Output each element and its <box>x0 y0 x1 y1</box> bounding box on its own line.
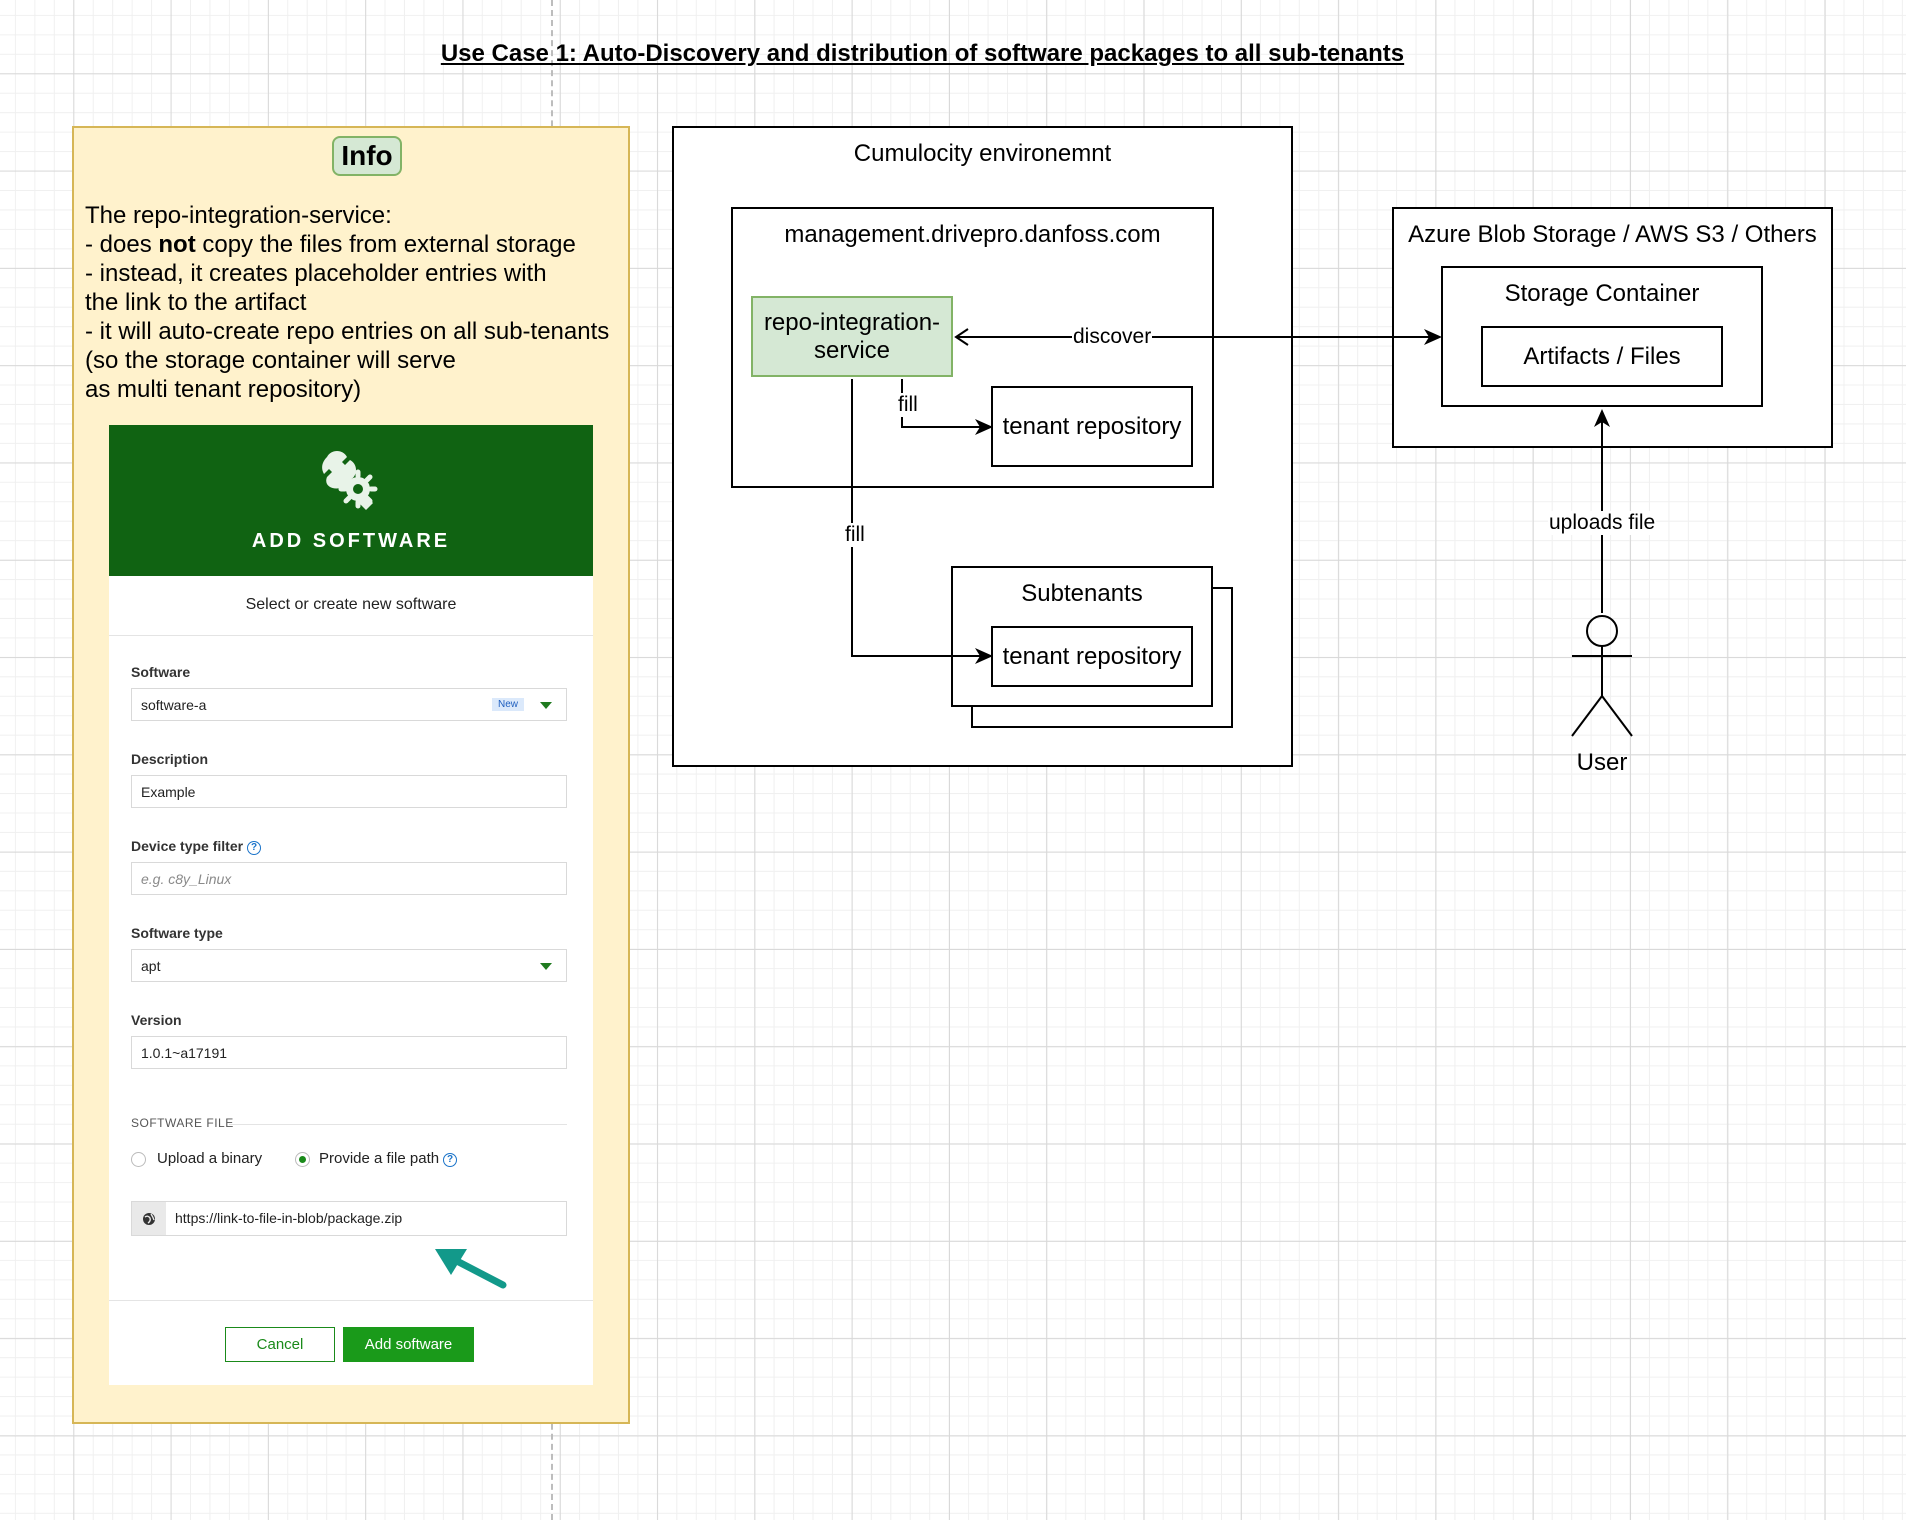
info-line: - instead, it creates placeholder entrie… <box>85 260 547 287</box>
version-value: 1.0.1~a17191 <box>141 1044 228 1061</box>
management-label: management.drivepro.danfoss.com <box>784 221 1161 248</box>
subtenants-label: Subtenants <box>1021 580 1143 607</box>
dialog-subtitle: Select or create new software <box>245 596 457 613</box>
info-line: the link to the artifact <box>85 289 307 316</box>
software-value: software-a <box>141 696 207 713</box>
chevron-down-icon <box>540 963 552 970</box>
subtenant-repository-node: tenant repository <box>991 626 1193 687</box>
pointer-arrow-icon <box>435 1249 507 1289</box>
help-icon[interactable]: ? <box>247 841 262 855</box>
divider <box>109 635 593 636</box>
dialog-header: ADD SOFTWARE <box>109 425 593 576</box>
artifacts-node: Artifacts / Files <box>1481 326 1723 387</box>
storage-provider-label: Azure Blob Storage / AWS S3 / Others <box>1408 221 1817 248</box>
tenant-repository-node: tenant repository <box>991 386 1193 467</box>
dialog-title: ADD SOFTWARE <box>251 530 451 552</box>
wrench-gear-icon <box>322 451 378 510</box>
upload-binary-label[interactable]: Upload a binary <box>157 1150 263 1167</box>
software-type-value: apt <box>141 957 161 974</box>
info-badge: Info <box>332 136 402 176</box>
info-line: The repo-integration-service: <box>85 202 392 229</box>
uploads-edge-label: uploads file <box>1548 511 1657 535</box>
divider <box>109 1300 593 1301</box>
repo-integration-service-node: repo-integration- service <box>751 296 953 377</box>
file-url-value: https://link-to-file-in-blob/package.zip <box>175 1210 403 1226</box>
cancel-button[interactable]: Cancel <box>225 1327 335 1362</box>
user-actor-label: User <box>1576 749 1628 776</box>
version-label: Version <box>131 1012 182 1028</box>
discover-edge-label: discover <box>1072 325 1153 349</box>
description-label: Description <box>131 751 209 767</box>
software-type-select[interactable]: apt <box>131 949 567 982</box>
new-badge: New <box>491 698 524 711</box>
info-line: as multi tenant repository) <box>85 376 362 403</box>
page-title: Use Case 1: Auto-Discovery and distribut… <box>440 40 1405 67</box>
info-line: - does not copy the files from external … <box>85 231 576 258</box>
description-field[interactable]: Example <box>131 775 567 808</box>
version-field[interactable]: 1.0.1~a17191 <box>131 1036 567 1069</box>
device-type-filter-input[interactable]: e.g. c8y_Linux <box>131 862 567 895</box>
info-emphasis: not <box>158 231 196 258</box>
divider <box>229 1124 567 1125</box>
chevron-down-icon <box>540 702 552 709</box>
file-path-radio[interactable] <box>295 1152 310 1167</box>
info-line: (so the storage container will serve <box>85 347 456 374</box>
info-line: - it will auto-create repo entries on al… <box>85 318 610 345</box>
software-file-section-label: SOFTWARE FILE <box>131 1116 234 1130</box>
add-software-button[interactable]: Add software <box>343 1327 474 1362</box>
globe-icon <box>132 1202 166 1235</box>
cumulocity-label: Cumulocity environemnt <box>853 140 1112 167</box>
file-url-input[interactable]: https://link-to-file-in-blob/package.zip <box>131 1201 567 1236</box>
file-path-option[interactable]: Provide a file path? <box>319 1150 458 1167</box>
add-software-dialog: ADD SOFTWARE Select or create new softwa… <box>109 425 593 1385</box>
info-text: The repo-integration-service: - does not… <box>85 201 625 404</box>
software-label: Software <box>131 664 191 680</box>
device-type-placeholder: e.g. c8y_Linux <box>141 870 232 887</box>
device-type-filter-label: Device type filter? <box>131 838 262 855</box>
software-type-label: Software type <box>131 925 223 941</box>
storage-container-label: Storage Container <box>1504 280 1700 307</box>
description-value: Example <box>141 783 196 800</box>
fill-subtenants-edge-label: fill <box>844 523 866 547</box>
software-select[interactable]: software-a New <box>131 688 567 721</box>
upload-binary-radio[interactable] <box>131 1152 146 1167</box>
fill-edge-label: fill <box>897 393 919 417</box>
help-icon[interactable]: ? <box>443 1153 458 1167</box>
